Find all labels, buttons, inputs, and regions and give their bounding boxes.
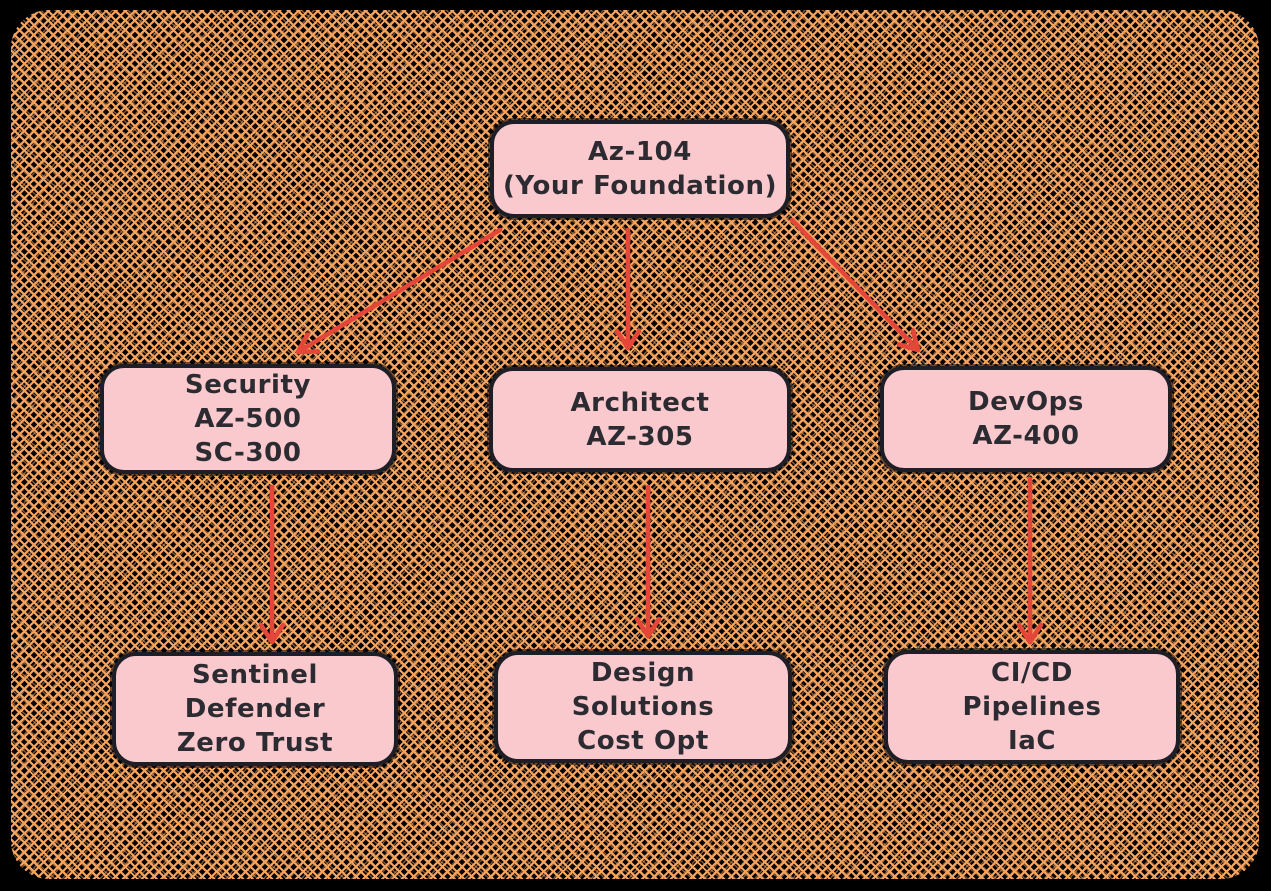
node-line: Security xyxy=(184,370,312,400)
node-devops-track: DevOps AZ-400 xyxy=(880,366,1172,472)
node-line: CI/CD xyxy=(991,658,1073,688)
node-security-track: Security AZ-500 SC-300 xyxy=(100,364,396,474)
node-line: AZ-305 xyxy=(586,421,694,452)
node-az104-foundation: Az-104 (Your Foundation) xyxy=(490,120,790,218)
node-architect-topics: Design Solutions Cost Opt xyxy=(494,651,792,763)
node-line: Architect xyxy=(570,387,710,418)
node-line: Sentinel xyxy=(191,660,319,690)
node-line: IaC xyxy=(1007,726,1057,756)
node-line: DevOps xyxy=(968,387,1084,417)
node-line: Pipelines xyxy=(962,692,1102,722)
node-security-topics: Sentinel Defender Zero Trust xyxy=(112,652,398,766)
node-line: Az-104 xyxy=(588,137,692,167)
node-line: AZ-400 xyxy=(972,421,1080,451)
node-line: AZ-500 xyxy=(194,404,302,434)
node-line: Zero Trust xyxy=(176,728,334,758)
node-line: SC-300 xyxy=(194,438,302,468)
node-architect-track: Architect AZ-305 xyxy=(489,367,791,472)
node-line: Cost Opt xyxy=(577,726,709,756)
node-devops-topics: CI/CD Pipelines IaC xyxy=(884,650,1180,764)
node-line: Defender xyxy=(184,694,326,724)
node-line: (Your Foundation) xyxy=(502,171,778,201)
node-line: Design xyxy=(590,658,696,688)
node-line: Solutions xyxy=(571,692,715,722)
